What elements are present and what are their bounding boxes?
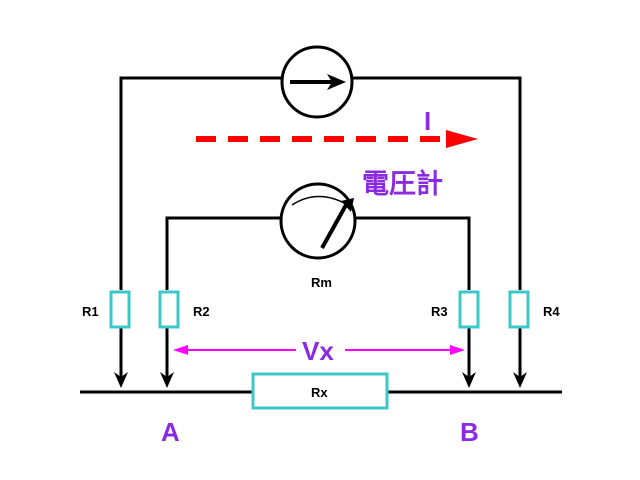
- resistor-r4: [508, 290, 530, 329]
- rx-label: Rx: [311, 385, 328, 400]
- analog-voltmeter-icon: [279, 182, 357, 260]
- resistor-rx: [251, 372, 389, 410]
- inner-voltage-loop: [165, 216, 471, 380]
- r1-arrowhead: [114, 372, 128, 388]
- r3-arrowhead: [462, 372, 476, 388]
- outer-right-wire: [352, 76, 522, 290]
- voltage-span-arrow: [173, 345, 465, 355]
- r1-label: R1: [82, 304, 99, 319]
- r4-arrowhead: [513, 372, 527, 388]
- r2-label: R2: [193, 304, 210, 319]
- ammeter-arrow-icon: [280, 45, 354, 119]
- current-flow-arrow: [196, 130, 478, 148]
- lead-arrowheads: [114, 372, 527, 388]
- voltmeter-label: 電圧計: [362, 168, 443, 200]
- outer-left-wire: [119, 76, 282, 290]
- resistor-r2: [158, 290, 180, 329]
- r4-label: R4: [543, 304, 560, 319]
- node-a-label: A: [161, 417, 180, 447]
- inner-right-wire: [353, 216, 471, 290]
- r3-label: R3: [431, 304, 448, 319]
- current-label: I: [424, 106, 431, 136]
- node-b-label: B: [460, 417, 479, 447]
- voltage-label: Vx: [302, 336, 334, 366]
- meter-resistance-label: Rm: [311, 275, 332, 290]
- inner-left-wire: [165, 216, 283, 290]
- outer-current-loop: [119, 76, 522, 380]
- resistor-r1: [109, 290, 131, 329]
- resistor-r3: [458, 290, 480, 329]
- r2-arrowhead: [160, 372, 174, 388]
